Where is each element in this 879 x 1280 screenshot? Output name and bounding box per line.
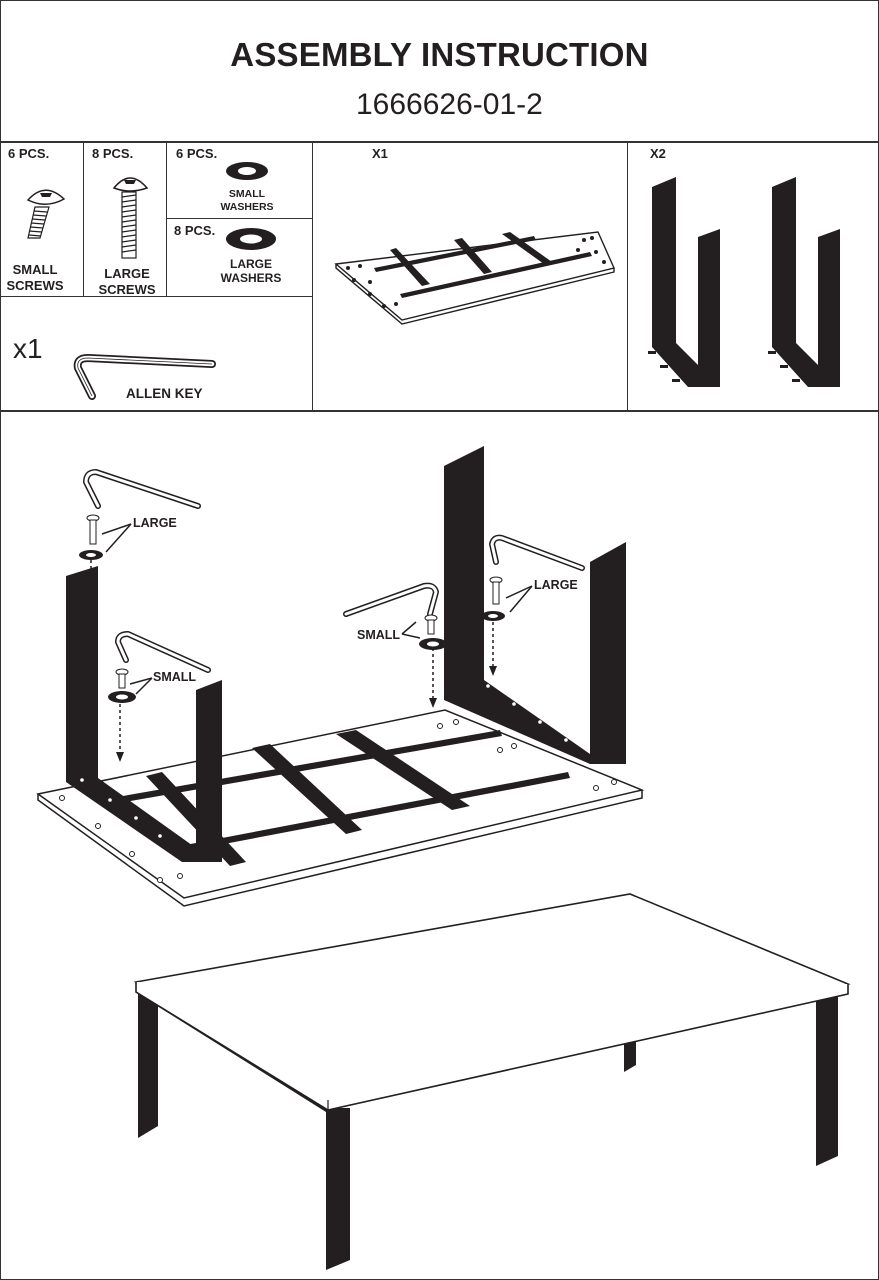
large-screw-icon [112, 177, 149, 259]
divider [166, 218, 312, 219]
part-name-line: WASHERS [220, 200, 274, 213]
divider [83, 142, 84, 297]
u-leg-frame-icon [648, 177, 840, 387]
tool-name: ALLEN KEY [126, 386, 203, 401]
part-name: LARGE WASHERS [214, 257, 288, 286]
part-name: SMALL WASHERS [212, 188, 282, 213]
divider [312, 142, 313, 411]
component-qty: X1 [372, 146, 388, 161]
exploded-assembly-diagram [36, 446, 645, 907]
part-qty: 6 PCS. [176, 146, 218, 161]
callout-label: SMALL [357, 628, 401, 642]
tool-qty: x1 [13, 333, 43, 364]
part-qty: 8 PCS. [174, 223, 216, 238]
component-qty: X2 [650, 146, 666, 161]
page-title: ASSEMBLY INSTRUCTION [230, 36, 649, 73]
part-name-line: LARGE [104, 266, 150, 281]
divider [0, 296, 312, 297]
product-code: 1666626-01-2 [356, 88, 543, 121]
table-top-icon [334, 231, 615, 325]
callout-label: LARGE [133, 516, 177, 530]
right-u-leg-frame [444, 446, 626, 764]
part-qty: 6 PCS. [8, 146, 50, 161]
part-name-line: SMALL [12, 262, 58, 277]
divider [0, 410, 879, 412]
divider [627, 142, 628, 411]
allen-key-icon [73, 354, 216, 400]
part-name: LARGE SCREWS [96, 266, 158, 297]
assembled-table-icon [133, 893, 851, 1270]
part-name-line: SCREWS [98, 281, 156, 297]
callout-label: LARGE [534, 578, 578, 592]
part-name-line: SCREWS [6, 277, 64, 293]
part-qty: 8 PCS. [92, 146, 134, 161]
small-washer-icon [226, 162, 268, 180]
callout-label: SMALL [153, 670, 197, 684]
left-u-leg-frame [66, 566, 222, 862]
divider [166, 142, 167, 297]
part-name-line: LARGE [230, 257, 272, 271]
part-name: SMALL SCREWS [4, 262, 66, 293]
small-screw-icon [26, 189, 66, 239]
divider [0, 141, 879, 143]
part-name-line: WASHERS [220, 271, 282, 286]
part-name-line: SMALL [228, 188, 266, 200]
large-washer-icon [226, 228, 276, 250]
